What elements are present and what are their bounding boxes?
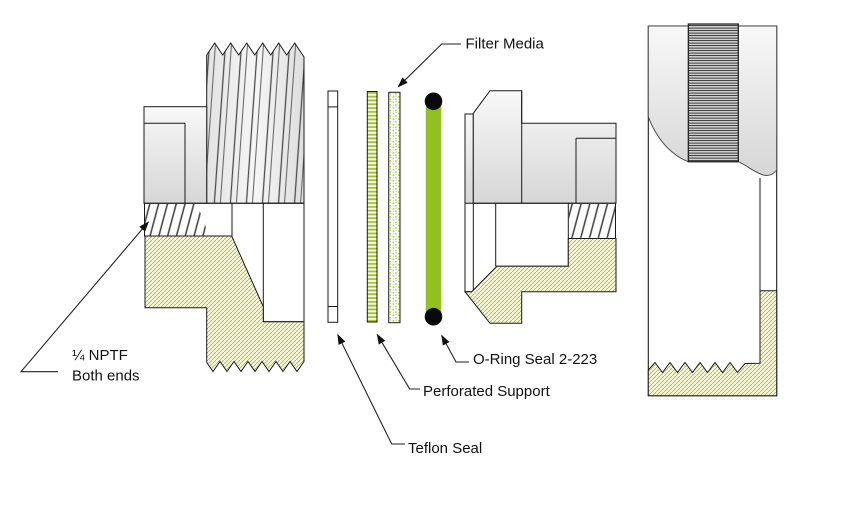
body-fitting	[463, 90, 617, 324]
housing-section-cut	[647, 290, 778, 397]
housing-knurled-band	[687, 23, 739, 163]
left-fitting-male-threads	[206, 42, 305, 204]
left-fitting-counterbore	[262, 202, 305, 323]
nptf-label-line1: ¼ NPTF	[72, 347, 128, 364]
left-fitting-section-cut	[144, 235, 305, 373]
assembled-housing	[647, 23, 778, 397]
filter-media-leader	[397, 43, 461, 88]
body-fitting-upper	[472, 90, 617, 204]
o-ring-part	[424, 92, 443, 326]
leader-lines	[19, 43, 469, 445]
filter-media-label: Filter Media	[466, 36, 545, 53]
left-end-fitting	[143, 42, 305, 373]
nptf-label-line2: Both ends	[72, 368, 140, 385]
body-fitting-nptf-thread-hatch	[568, 203, 616, 238]
left-fitting-nptf-thread-hatch	[145, 203, 209, 236]
oring-seal-label: O-Ring Seal 2-223	[473, 351, 597, 368]
perforated-support-leader	[376, 333, 420, 390]
oring-leader	[441, 334, 469, 363]
teflon-seal-part	[327, 90, 339, 323]
body-fitting-nose-upper	[465, 114, 474, 204]
left-fitting-body	[143, 106, 208, 204]
perforated-support-label: Perforated Support	[423, 383, 551, 400]
o-ring-top-cross-section	[424, 92, 443, 111]
body-fitting-section-cut	[463, 238, 617, 324]
o-ring-bottom-cross-section	[424, 307, 443, 326]
perforated-support-part	[366, 91, 378, 323]
nptf-leader	[19, 221, 149, 373]
teflon-seal-leader	[337, 333, 405, 445]
teflon-seal-label: Teflon Seal	[408, 440, 482, 457]
filter-media-part	[388, 91, 401, 324]
